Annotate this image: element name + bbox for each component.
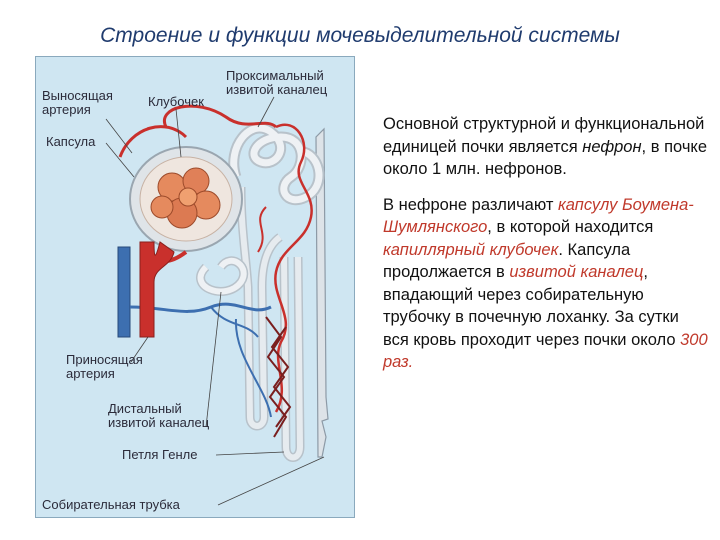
paragraph-nephron: Основной структурной и функциональной ед… xyxy=(383,113,708,181)
nephron-diagram: Выносящая артерия Клубочек Проксимальный… xyxy=(35,56,355,518)
label-collecting-duct: Собирательная трубка xyxy=(42,497,180,512)
p2-text-3: . Капсула продолжается в xyxy=(383,240,631,282)
p2-text-4: , впадающий через собирательную трубочку… xyxy=(383,263,681,349)
glomerulus-shape xyxy=(150,167,221,229)
label-afferent-artery: Приносящая артерия xyxy=(66,352,143,381)
artery-shape xyxy=(139,241,175,338)
label-proximal-tubule: Проксимальный извитой каналец xyxy=(226,68,328,97)
vein-shape xyxy=(117,246,131,338)
collecting-duct-shape xyxy=(315,127,329,458)
p1-text: Основной структурной и функциональной ед… xyxy=(383,115,705,156)
p2-text-2: , в которой находится xyxy=(487,218,654,236)
label-distal-tubule: Дистальный извитой каналец xyxy=(108,401,210,430)
term-nephron: нефрон xyxy=(582,137,642,156)
slide-title: Строение и функции мочевыделительной сис… xyxy=(100,24,620,47)
p1-text-end: , в почке около 1 млн. нефронов. xyxy=(383,137,707,179)
p2-text-1: В нефроне различают xyxy=(383,195,558,214)
label-glomerulus: Клубочек xyxy=(148,94,204,109)
label-loop-of-henle: Петля Генле xyxy=(122,447,198,462)
paragraph-structure: В нефроне различают капсулу Боумена-Шумл… xyxy=(383,194,708,374)
label-capsule: Капсула xyxy=(46,134,96,149)
term-300-times: 300 раз. xyxy=(383,330,708,372)
label-efferent-artery: Выносящая артерия xyxy=(42,88,113,117)
term-glomerulus: капиллярный клубочек xyxy=(383,240,559,259)
nephron-illustration xyxy=(105,96,329,506)
term-capsule: капсулу Боумена-Шумлянского xyxy=(383,195,694,237)
term-tubule: извитой каналец xyxy=(509,263,644,281)
arteriole-shape xyxy=(118,104,278,158)
description-text: Основной структурной и функциональной ед… xyxy=(383,113,708,387)
